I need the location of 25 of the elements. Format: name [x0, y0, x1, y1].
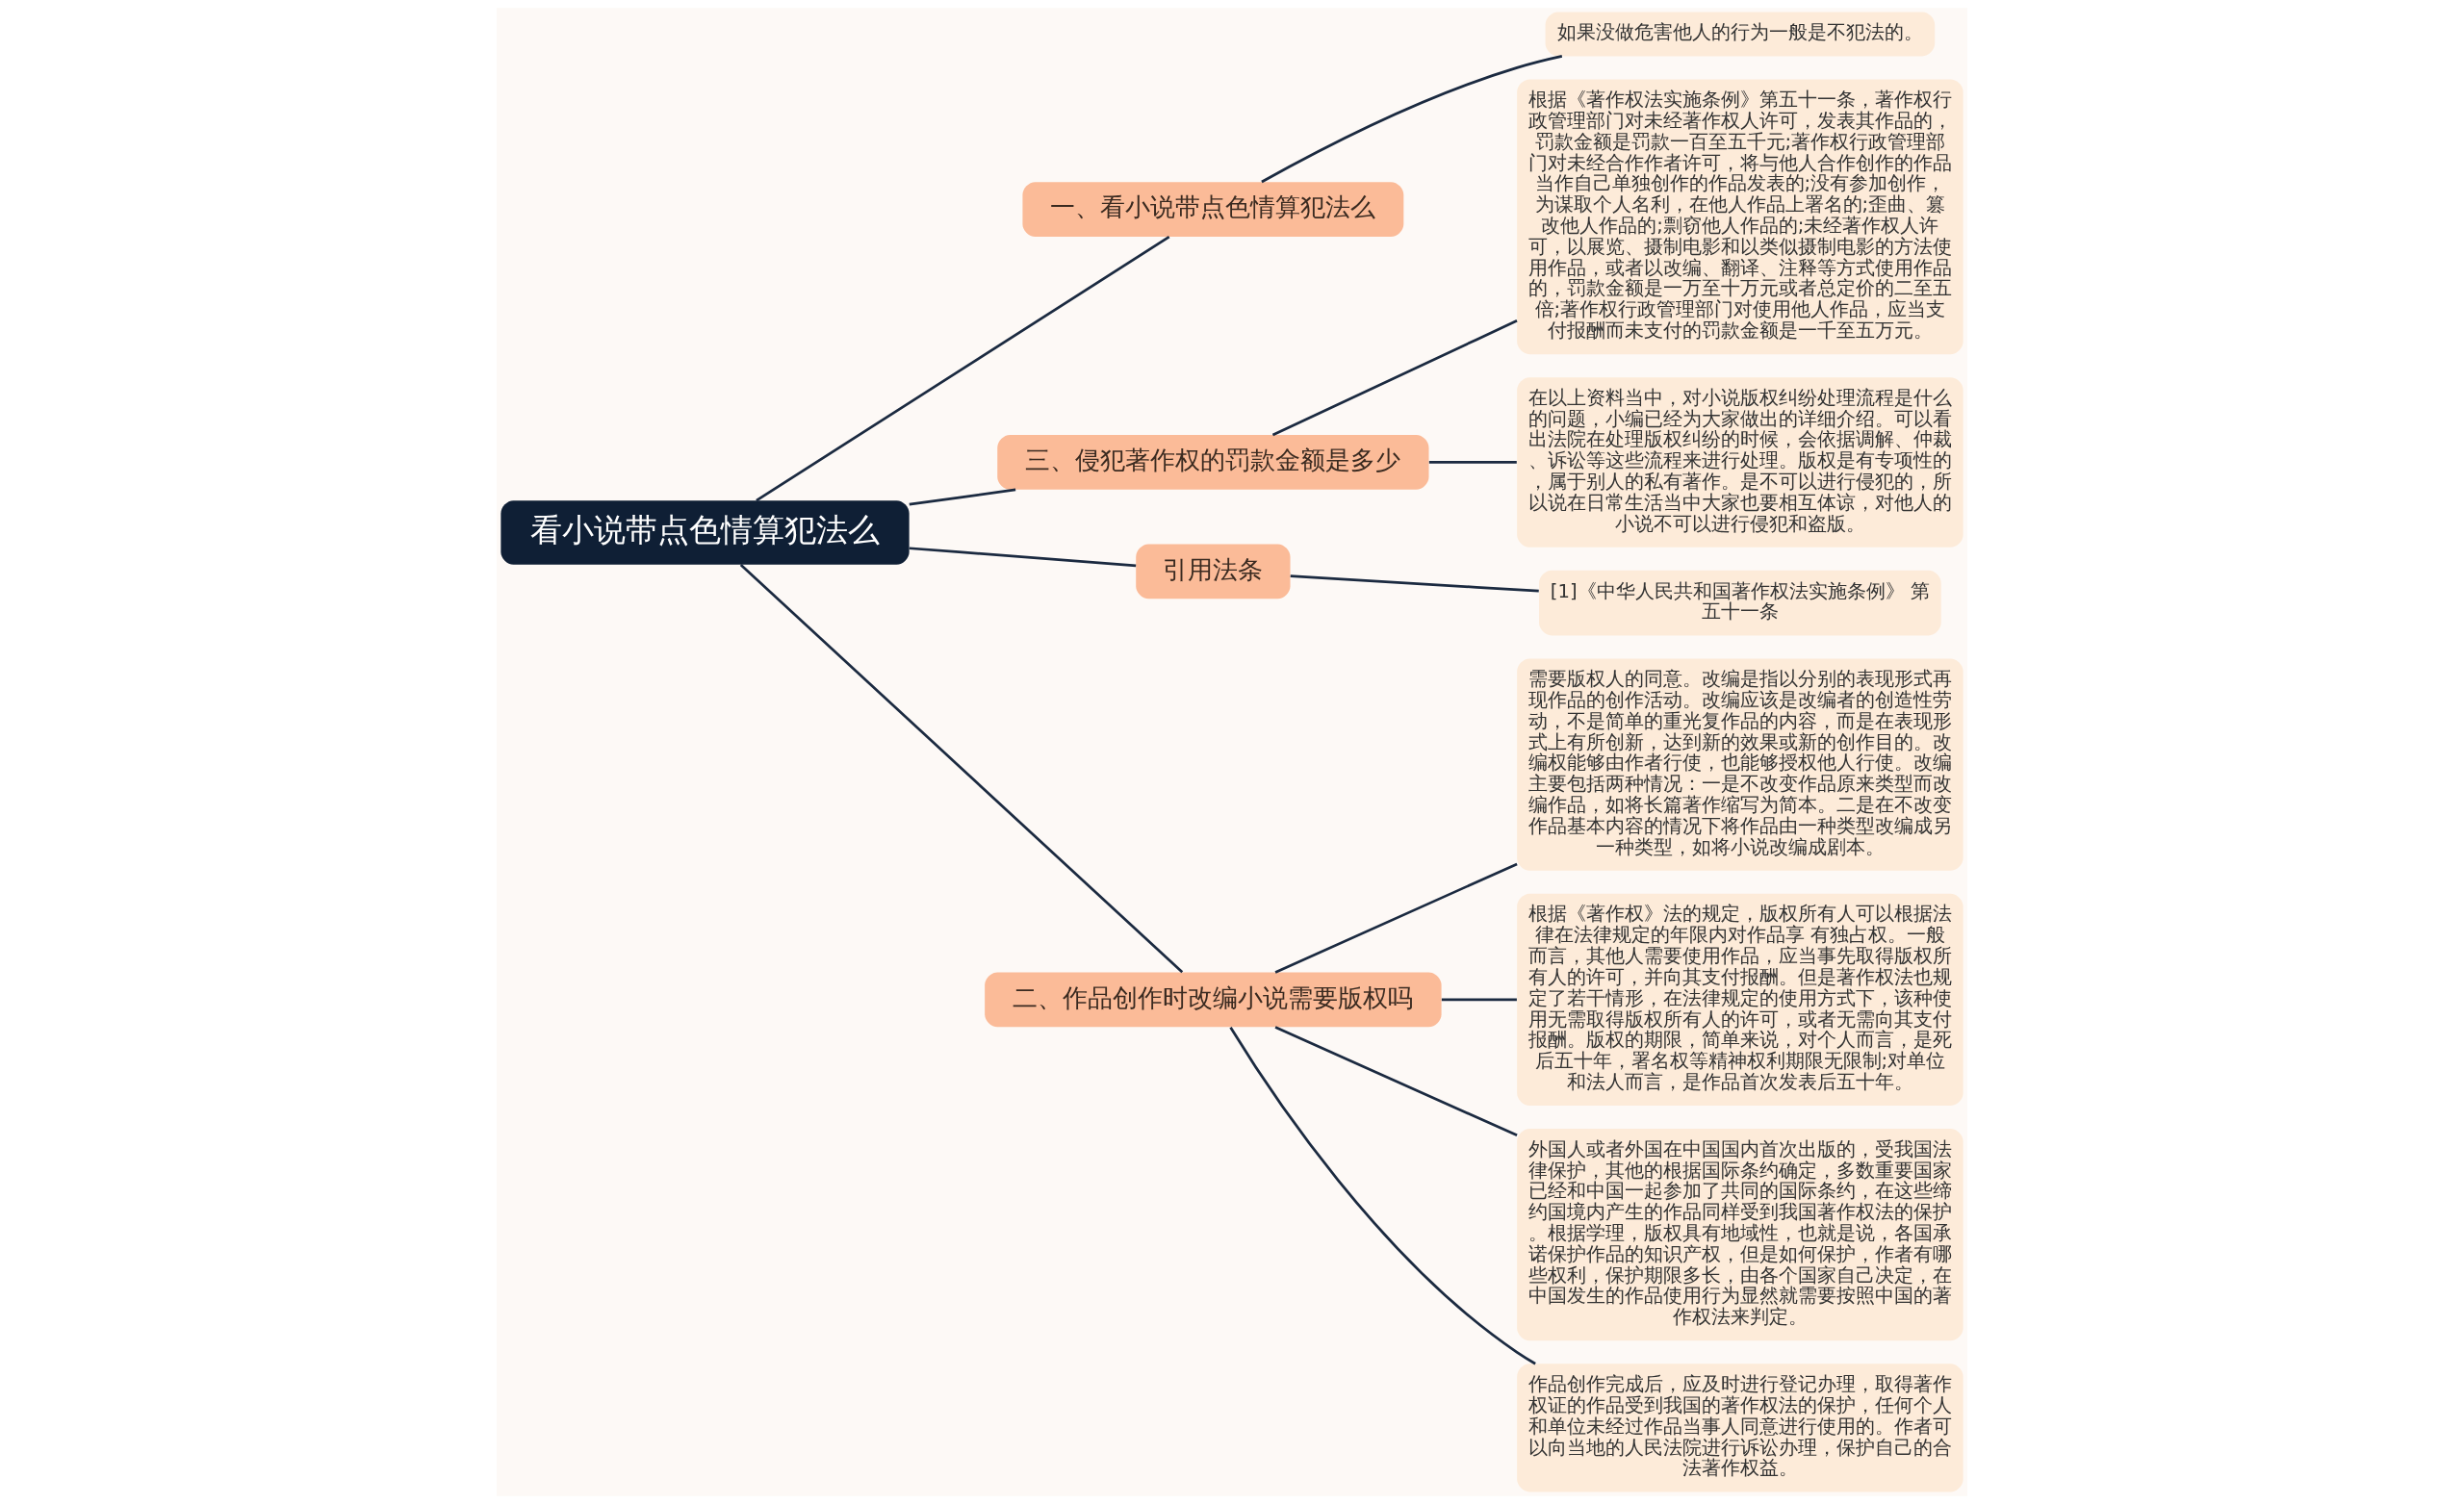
connector — [1274, 862, 1518, 974]
connector — [1441, 998, 1517, 1002]
node-box: 三、侵犯著作权的罚款金额是多少 — [997, 435, 1429, 490]
connector — [756, 235, 1170, 502]
connector — [1274, 1026, 1518, 1137]
node-box: 一、看小说带点色情算犯法么 — [1022, 182, 1404, 237]
connector — [909, 547, 1137, 568]
connector — [909, 488, 1016, 506]
node-box: 二、作品创作时改编小说需要版权吗 — [985, 972, 1442, 1028]
node-box: 引用法条 — [1136, 544, 1291, 599]
connector — [1290, 574, 1539, 593]
node-box: 需要版权人的同意。改编是指以分别的表现形式再现作品的创作活动。改编应该是改编者的创造性劳动，不是简单的重光复作品的内容，而是在表现形式上有所创新，达到新的效果或新的创作目的。改编权能够由作者行使，也能够授权他人行使。改编主要包括两种情况：一是不改变作品原来类型而改编作品，如将长篇著作缩写为简本。二是在不改变作品基本内容的情况下将作品由一种类型改编成另一种类型，如将小说改编成剧本。 — [1517, 658, 1964, 871]
node-box: 外国人或者外国在中国国内首次出版的，受我国法律保护，其他的根据国际条约确定，多数重要国家已经和中国一起参加了共同的国际条约，在这些缔约国境内产生的作品同样受到我国著作权法的保护。根据学理，版权具有地域性，也就是说，各国承诺保护作品的知识产权，但是如何保护，作者有哪些权利，保护期限多长，由各个国家自己决定，在中国发生的作品使用行为显然就需要按照中国的著作权法来判定。 — [1517, 1129, 1964, 1341]
node-box: [1]《中华人民共和国著作权法实施条例》 第五十一条 — [1539, 570, 1941, 636]
connector — [1261, 55, 1563, 184]
node-box: 根据《著作权法实施条例》第五十一条，著作权行政管理部门对未经著作权人许可，发表其作品的，罚款金额是罚款一百至五千元;著作权行政管理部门对未经合作作者许可，将与他人合作创作的作品当作自己单独创作的作品发表的;没有参加创作，为谋取个人名利，在他人作品上署名的;歪曲、篡改他人作品的;剽窃他人作品的;未经著作权人许可，以展览、摄制电影和以类似摄制电影的方法使用作品，或者以改编、翻译、注释等方式使用作品的，罚款金额是一万至十万元或者总定价的二至五倍;著作权行政管理部门对使用他人作品，应当支付报酬而未支付的罚款金额是一千至五万元。 — [1517, 79, 1964, 355]
node-box: 作品创作完成后，应及时进行登记办理，取得著作权证的作品受到我国的著作权法的保护，任何个人和单位未经过作品当事人同意进行使用的。作者可以向当地的人民法院进行诉讼办理，保护自己的合法著作权益。 — [1517, 1364, 1964, 1492]
connector — [1229, 1027, 1536, 1365]
connector — [1428, 461, 1517, 464]
node-box: 根据《著作权》法的规定，版权所有人可以根据法律在法律规定的年限内对作品享 有独占权。一般而言，其他人需要使用作品，应当事先取得版权所有人的许可，并向其支付报酬。但是著作权法也规定了若干情形，在法律规定的使用方式下，该种使用无需取得版权所有人的许可，或者无需向其支付报酬。版权的期限，简单来说，对个人而言，是死后五十年，署名权等精神权利期限无限制;对单位和法人而言，是作品首次发表后五十年。 — [1517, 893, 1964, 1107]
connector — [739, 563, 1184, 974]
node-box: 在以上资料当中，对小说版权纠纷处理流程是什么的问题，小编已经为大家做出的详细介绍。可以看出法院在处理版权纠纷的时候，会依据调解、仲裁、诉讼等这些流程来进行处理。版权是有专项性的，属于别人的私有著作。是不可以进行侵犯的，所以说在日常生活当中大家也要相互体谅，对他人的小说不可以进行侵犯和盗版。 — [1517, 377, 1964, 548]
connector — [1271, 319, 1518, 437]
node-box: 看小说带点色情算犯法么 — [500, 500, 910, 565]
node-box: 如果没做危害他人的行为一般是不犯法的。 — [1545, 12, 1936, 57]
